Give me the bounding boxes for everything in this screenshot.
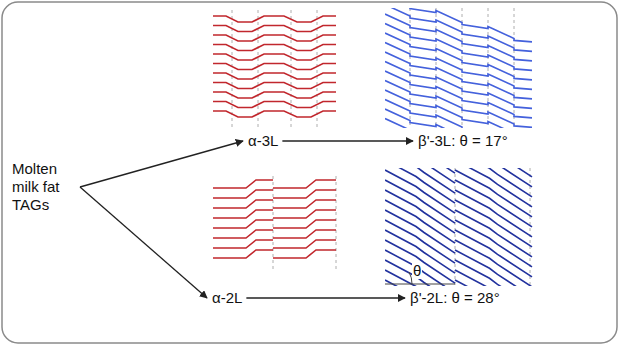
transition-arrow — [80, 141, 243, 187]
angle-symbol: θ — [412, 263, 422, 279]
transition-arrow — [80, 187, 207, 298]
transition-arrow — [246, 297, 405, 298]
label-text: Molten milk fat TAGs — [12, 160, 76, 214]
alpha-2l-chains — [213, 180, 336, 258]
label-text: α-2L — [212, 289, 242, 307]
phase-label: α-2L — [212, 289, 242, 307]
label-text: β'-3L: θ = 17° — [418, 132, 508, 150]
layer-boundaries — [232, 8, 530, 286]
phase-label: β'-3L: θ = 17° — [418, 132, 508, 150]
label-text: α-3L — [248, 132, 278, 150]
phase-label: α-3L — [248, 132, 278, 150]
transition-arrow — [282, 140, 413, 141]
beta-prime-3l-chains — [385, 8, 532, 128]
source-label: Molten milk fat TAGs — [12, 160, 76, 214]
beta-prime-2l-chains — [385, 168, 532, 286]
alpha-3l-chains — [213, 16, 336, 117]
label-text: β'-2L: θ = 28° — [410, 289, 500, 307]
phase-label: β'-2L: θ = 28° — [410, 289, 500, 307]
